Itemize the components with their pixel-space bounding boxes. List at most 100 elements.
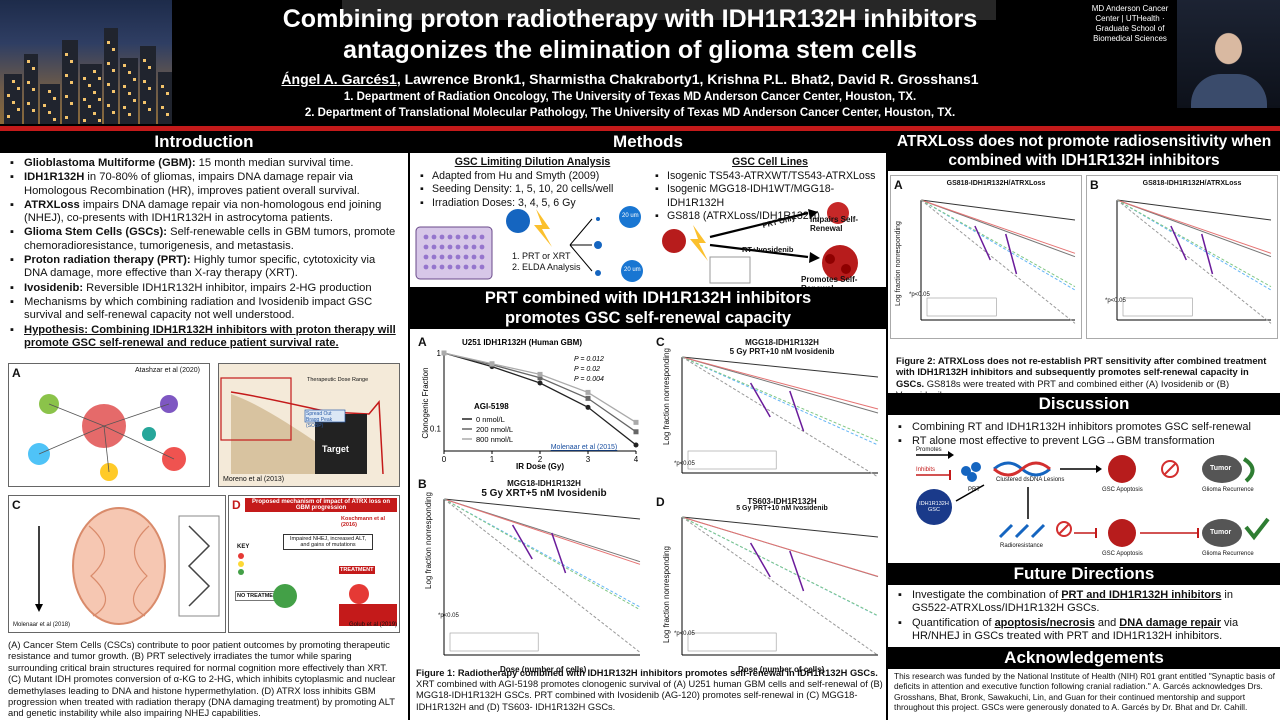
- p-value: P = 0.012: [574, 356, 604, 363]
- methods-schematic: [415, 202, 858, 284]
- panel-a-label: A: [12, 366, 21, 380]
- lda-line: [681, 516, 879, 577]
- intro-item-text: impairs DNA damage repair via non-homolo…: [24, 198, 382, 225]
- legend-box: [1122, 297, 1193, 317]
- legend-box: [687, 450, 777, 470]
- skyline-window: [27, 60, 30, 63]
- skyline-window: [17, 87, 20, 90]
- fig1b-sub: 5 Gy XRT+5 nM Ivosidenib: [481, 488, 607, 499]
- skyline-window: [88, 84, 91, 87]
- skyline-window: [161, 106, 164, 109]
- intro-item: Mechanisms by which combining radiation …: [10, 296, 398, 323]
- intro-item-term: ATRXLoss: [24, 198, 80, 211]
- disc-apoptosis-2: GSC Apoptosis: [1102, 551, 1143, 557]
- skyline-window: [53, 97, 56, 100]
- series-line-1: [443, 352, 637, 433]
- discussion-diagram: [916, 451, 1270, 547]
- intro-item-term: Ivosidenib:: [24, 281, 84, 294]
- fig1c-title: MGG18-IDH1R132H: [745, 338, 819, 347]
- lda-line: [1116, 199, 1272, 258]
- lda-line: [443, 498, 641, 611]
- hypothesis: Hypothesis: Combining IDH1R132H inhibito…: [24, 323, 396, 349]
- skyline-building: [80, 64, 102, 124]
- figure-1b: B MGG18-IDH1R132H 5 Gy XRT+5 nM Ivosiden…: [414, 475, 648, 675]
- intro-item: Ivosidenib: Reversible IDH1R132H inhibit…: [10, 281, 398, 296]
- lda-plot-d: [681, 516, 879, 656]
- fig2b-label: B: [1090, 178, 1099, 192]
- methods-left: GSC Limiting Dilution Analysis ▪Adapted …: [420, 156, 645, 210]
- skyline-window: [27, 81, 30, 84]
- header-divider: [0, 126, 1280, 131]
- skyline-building: [104, 28, 118, 124]
- ack-text: This research was funded by the National…: [894, 671, 1275, 713]
- skyline-window: [93, 70, 96, 73]
- fig-d-box: Impaired NHEJ, increased ALT, and gains …: [283, 534, 373, 550]
- data-point: [633, 419, 639, 425]
- skyline-window: [161, 85, 164, 88]
- skyline-window: [107, 62, 110, 65]
- title-overlay-bar: [342, 0, 996, 20]
- data-point: [633, 442, 639, 448]
- fig-b-target: Target: [322, 444, 349, 454]
- skyline-window: [112, 111, 115, 114]
- skyline-window: [48, 90, 51, 93]
- future-item-2: Quantification of apoptosis/necrosis and…: [898, 617, 1270, 644]
- y-tick-label: 0.1: [430, 424, 442, 433]
- fig-d-treatment: TREATMENT: [339, 566, 375, 574]
- legend-title: AGI-5198: [474, 402, 509, 411]
- intro-item-text: 15 month median survival time.: [195, 157, 354, 169]
- figure-1c: C MGG18-IDH1R132H 5 Gy PRT+10 nM Ivoside…: [652, 333, 886, 493]
- data-point: [441, 350, 447, 356]
- fig2a-ylabel: Log fraction nonresponding: [895, 221, 902, 306]
- future-2u1: apoptosis/necrosis: [994, 616, 1095, 629]
- column-introduction: Introduction Glioblastoma Multiforme (GB…: [0, 131, 408, 720]
- p-value: P = 0.004: [574, 376, 604, 383]
- skyline-building: [40, 84, 60, 124]
- future-item-1: Investigate the combination of PRT and I…: [898, 589, 1270, 616]
- data-point: [489, 361, 495, 367]
- skyline-window: [83, 77, 86, 80]
- skyline-window: [98, 119, 101, 122]
- significance-bracket: [551, 532, 567, 574]
- methods-left-item: ▪Irradiation Doses: 3, 4, 5, 6 Gy: [420, 196, 576, 209]
- lda-line: [681, 516, 879, 538]
- title-line-2: antagonizes the elimination of glioma st…: [343, 36, 917, 64]
- fig1b-title: MGG18-IDH1R132H: [507, 479, 581, 488]
- future-1u: PRT and IDH1R132H inhibitors: [1061, 589, 1222, 601]
- skyline-window: [65, 95, 68, 98]
- skyline-window: [65, 53, 68, 56]
- lda-line: [920, 199, 1076, 254]
- data-point: [537, 380, 543, 386]
- fig1c-label: C: [656, 335, 665, 349]
- fig1b-p: *p<0.05: [438, 613, 459, 619]
- results2-title: ATRXLoss does not promote radiosensitivi…: [888, 131, 1280, 171]
- significance-bracket: [789, 550, 805, 592]
- fig-a-ref: Atashzar et al (2020): [135, 367, 200, 374]
- skyline-window: [128, 113, 131, 116]
- skyline-building: [4, 74, 22, 124]
- houston-skyline-photo: [0, 0, 172, 124]
- methods-title: Methods: [410, 131, 886, 153]
- fig2a-p: *p<0.05: [909, 292, 930, 298]
- skyline-window: [70, 102, 73, 105]
- data-point: [585, 389, 591, 395]
- data-point: [633, 429, 639, 435]
- figure-intro-c: C Molenaar et al (2018): [8, 495, 226, 633]
- figure-intro-d: D Proposed mechanism of impact of ATRX l…: [228, 495, 400, 633]
- lda-line: [920, 199, 1076, 221]
- lda-line: [681, 356, 879, 442]
- skyline-window: [112, 48, 115, 51]
- significance-bracket: [749, 382, 771, 418]
- future-bullets: Investigate the combination of PRT and I…: [888, 585, 1280, 644]
- significance-bracket: [749, 542, 771, 578]
- lda-line: [920, 199, 1076, 258]
- institution-logo: MD Anderson Cancer Center | UTHealth · G…: [1091, 4, 1169, 43]
- p-value: P = 0.02: [574, 366, 600, 373]
- figure-2b: B GS818-IDH1R132H/ATRXLoss *p<0.05: [1086, 175, 1278, 339]
- fig1d-ylabel: Log fraction nonresponding: [662, 546, 671, 643]
- legend-box: [926, 297, 997, 317]
- series-line-0: [443, 352, 637, 446]
- mutant-idh-pathway: [35, 507, 220, 625]
- methods-right-item: ▪Isogenic TS543-ATRXWT/TS543-ATRXLoss: [655, 169, 876, 182]
